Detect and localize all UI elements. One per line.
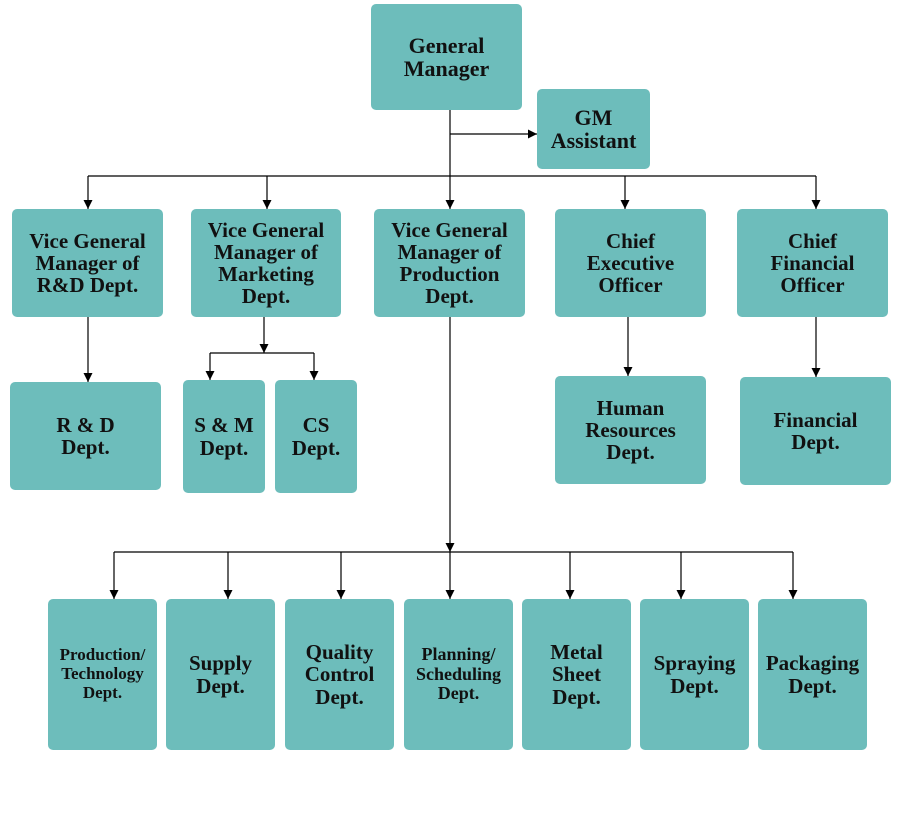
node-hr-dept[interactable]: Human Resources Dept.: [555, 376, 706, 484]
node-gm-assistant[interactable]: GM Assistant: [537, 89, 650, 169]
node-metal-sheet-dept-label: Metal Sheet Dept.: [550, 640, 603, 709]
node-packaging-dept-label: Packaging Dept.: [765, 651, 860, 698]
node-metal-sheet-dept[interactable]: Metal Sheet Dept.: [522, 599, 631, 750]
node-vgm-production-label: Vice General Manager of Production Dept.: [391, 217, 508, 309]
node-production-technology-dept-label: Production/ Technology Dept.: [59, 645, 146, 702]
node-supply-dept-label: Supply Dept.: [188, 651, 253, 698]
node-ceo-label: Chief Executive Officer: [586, 228, 675, 298]
node-ceo[interactable]: Chief Executive Officer: [555, 209, 706, 317]
node-planning-scheduling-dept[interactable]: Planning/ Scheduling Dept.: [404, 599, 513, 750]
node-cfo[interactable]: Chief Financial Officer: [737, 209, 888, 317]
node-financial-dept-label: Financial Dept.: [773, 407, 858, 454]
node-vgm-rd-label: Vice General Manager of R&D Dept.: [29, 228, 146, 298]
node-gm-assistant-label: GM Assistant: [550, 104, 637, 153]
node-spraying-dept[interactable]: Spraying Dept.: [640, 599, 749, 750]
node-rd-dept[interactable]: R & D Dept.: [10, 382, 161, 490]
node-production-technology-dept[interactable]: Production/ Technology Dept.: [48, 599, 157, 750]
node-vgm-rd[interactable]: Vice General Manager of R&D Dept.: [12, 209, 163, 317]
node-supply-dept[interactable]: Supply Dept.: [166, 599, 275, 750]
node-cs-dept[interactable]: CS Dept.: [275, 380, 357, 493]
node-sm-dept-label: S & M Dept.: [194, 413, 254, 460]
node-cs-dept-label: CS Dept.: [291, 413, 341, 460]
node-general-manager-label: General Manager: [403, 32, 490, 81]
node-financial-dept[interactable]: Financial Dept.: [740, 377, 891, 485]
node-quality-control-dept-label: Quality Control Dept.: [304, 640, 375, 709]
node-general-manager[interactable]: General Manager: [371, 4, 522, 110]
node-hr-dept-label: Human Resources Dept.: [585, 395, 676, 465]
node-spraying-dept-label: Spraying Dept.: [653, 651, 736, 698]
node-planning-scheduling-dept-label: Planning/ Scheduling Dept.: [415, 643, 502, 704]
node-vgm-marketing-label: Vice General Manager of Marketing Dept.: [207, 217, 325, 309]
node-vgm-marketing[interactable]: Vice General Manager of Marketing Dept.: [191, 209, 341, 317]
node-rd-dept-label: R & D Dept.: [56, 412, 115, 459]
node-vgm-production[interactable]: Vice General Manager of Production Dept.: [374, 209, 525, 317]
node-cfo-label: Chief Financial Officer: [770, 228, 855, 298]
node-sm-dept[interactable]: S & M Dept.: [183, 380, 265, 493]
node-quality-control-dept[interactable]: Quality Control Dept.: [285, 599, 394, 750]
node-packaging-dept[interactable]: Packaging Dept.: [758, 599, 867, 750]
